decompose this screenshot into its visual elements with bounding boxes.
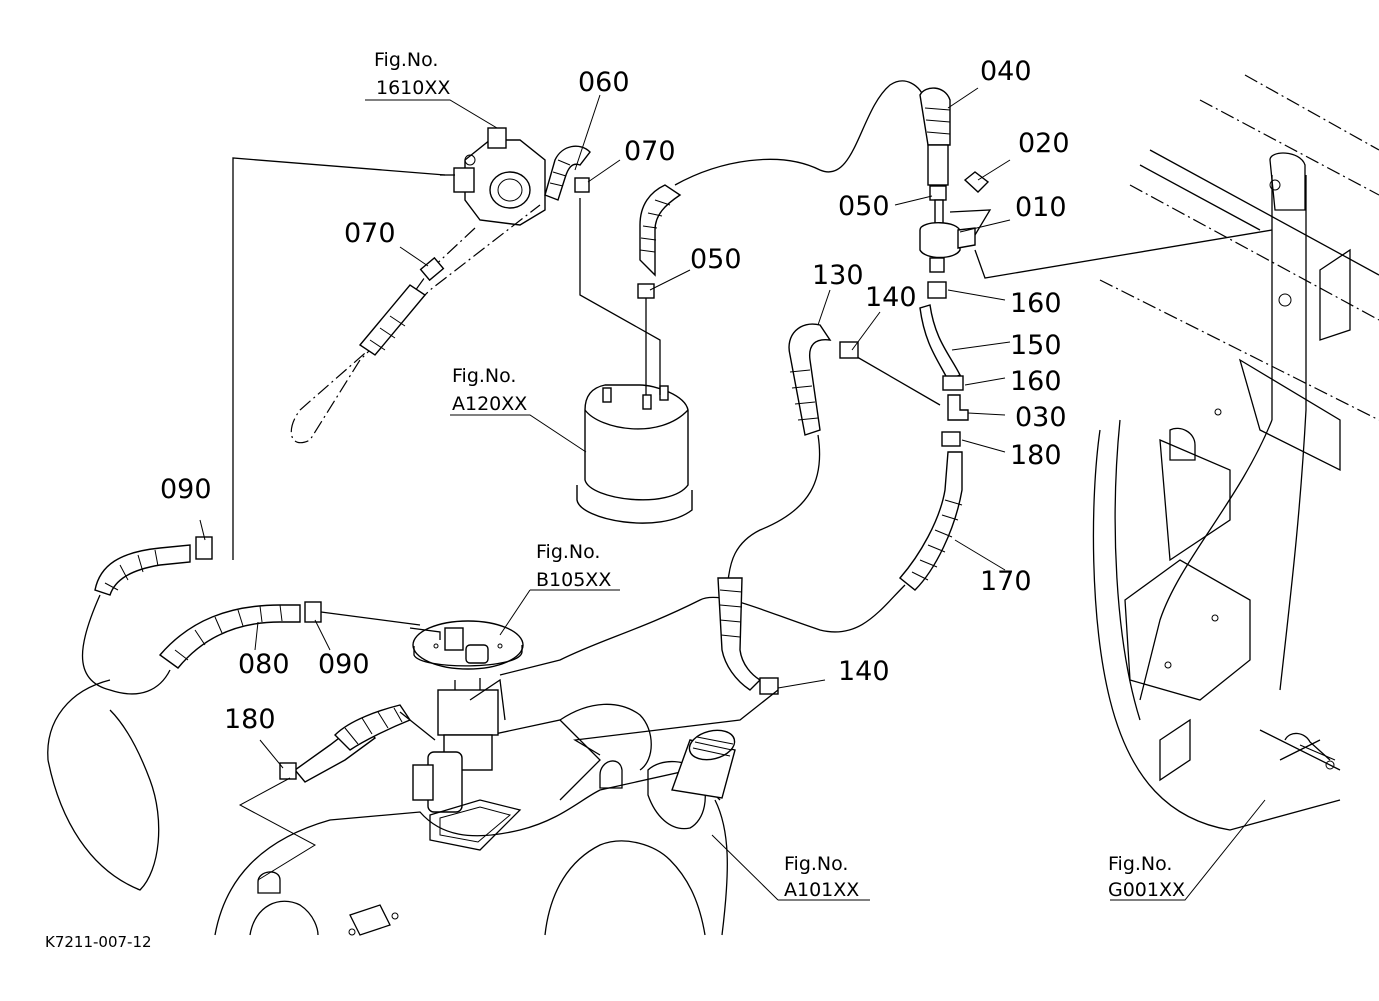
fig-ref-number: G001XX <box>1108 879 1185 901</box>
callout-170: 170 <box>980 566 1032 597</box>
callout-050-upper: 050 <box>838 191 890 222</box>
callout-180-right: 180 <box>1010 440 1062 471</box>
callout-070-left: 070 <box>344 218 396 249</box>
fig-ref-caption: Fig.No. <box>536 541 600 563</box>
throttle-body <box>440 127 546 226</box>
fig-ref-number: B105XX <box>536 569 611 591</box>
drawing-code: K7211-007-12 <box>45 933 152 951</box>
callout-010: 010 <box>1015 192 1067 223</box>
callout-030: 030 <box>1015 402 1067 433</box>
hose-routing <box>47 80 1273 891</box>
callout-080: 080 <box>238 649 290 680</box>
callout-140-lower: 140 <box>838 656 890 687</box>
frame-structure <box>1092 74 1379 831</box>
callout-150: 150 <box>1010 330 1062 361</box>
fig-ref-caption: Fig.No. <box>452 365 516 387</box>
callout-090-upper: 090 <box>160 474 212 505</box>
part-callouts: 060 070 040 020 050 010 070 130 140 050 … <box>160 56 1070 735</box>
callout-160-lower: 160 <box>1010 366 1062 397</box>
fig-ref-a120xx: Fig.No. A120XX <box>452 365 527 415</box>
canister <box>576 384 693 524</box>
callout-160-upper: 160 <box>1010 288 1062 319</box>
fig-ref-caption: Fig.No. <box>1108 853 1172 875</box>
callout-020: 020 <box>1018 128 1070 159</box>
fuel-pump-assembly <box>409 620 524 851</box>
fig-ref-number: A120XX <box>452 393 527 415</box>
fig-ref-number: 1610XX <box>376 77 450 99</box>
fig-ref-number: A101XX <box>784 879 859 901</box>
fuel-tank <box>214 703 736 936</box>
callout-180-left: 180 <box>224 704 276 735</box>
callout-050-canister: 050 <box>690 244 742 275</box>
callout-070-upper: 070 <box>624 136 676 167</box>
fig-ref-1610xx: Fig.No. 1610XX <box>374 49 450 99</box>
callout-leaders <box>199 87 1266 901</box>
callout-040: 040 <box>980 56 1032 87</box>
fig-ref-caption: Fig.No. <box>784 853 848 875</box>
callout-140-upper: 140 <box>865 282 917 313</box>
callout-130: 130 <box>812 260 864 291</box>
fig-ref-caption: Fig.No. <box>374 49 438 71</box>
callout-090-lower: 090 <box>318 649 370 680</box>
callout-060: 060 <box>578 67 630 98</box>
fig-ref-g001xx: Fig.No. G001XX <box>1108 853 1185 901</box>
fig-ref-b105xx: Fig.No. B105XX <box>536 541 611 591</box>
fig-ref-a101xx: Fig.No. A101XX <box>784 853 859 901</box>
